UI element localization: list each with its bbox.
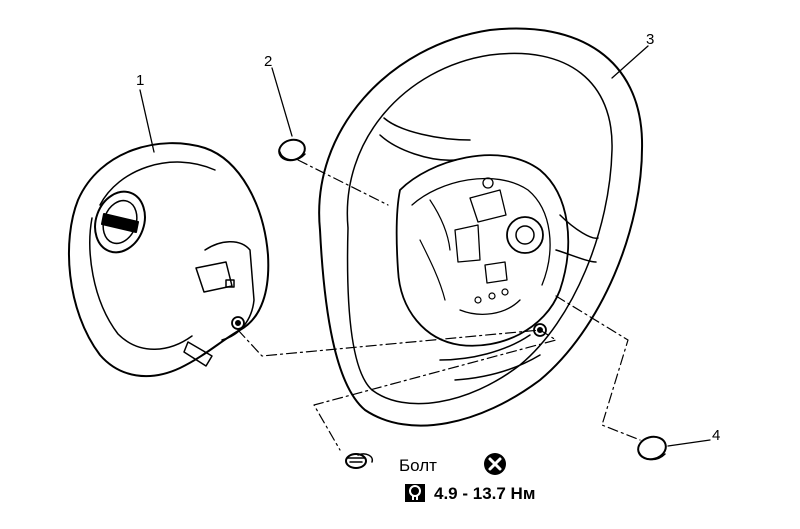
assembly-lines (237, 159, 641, 451)
cap-upper (278, 138, 306, 162)
torque-wrench-icon (405, 484, 425, 502)
leader-lines (139, 45, 711, 447)
callout-2: 2 (264, 53, 273, 70)
cap-lower (637, 435, 667, 461)
bolt (345, 453, 374, 469)
steering-wheel (318, 27, 644, 427)
x-circle-icon (484, 453, 506, 475)
callout-4: 4 (712, 427, 721, 444)
callout-1: 1 (136, 72, 145, 89)
torque-value: 4.9 - 13.7 Нм (434, 484, 536, 503)
airbag-module (67, 142, 270, 378)
callout-3: 3 (646, 31, 655, 48)
bolt-label: Болт (399, 456, 437, 475)
